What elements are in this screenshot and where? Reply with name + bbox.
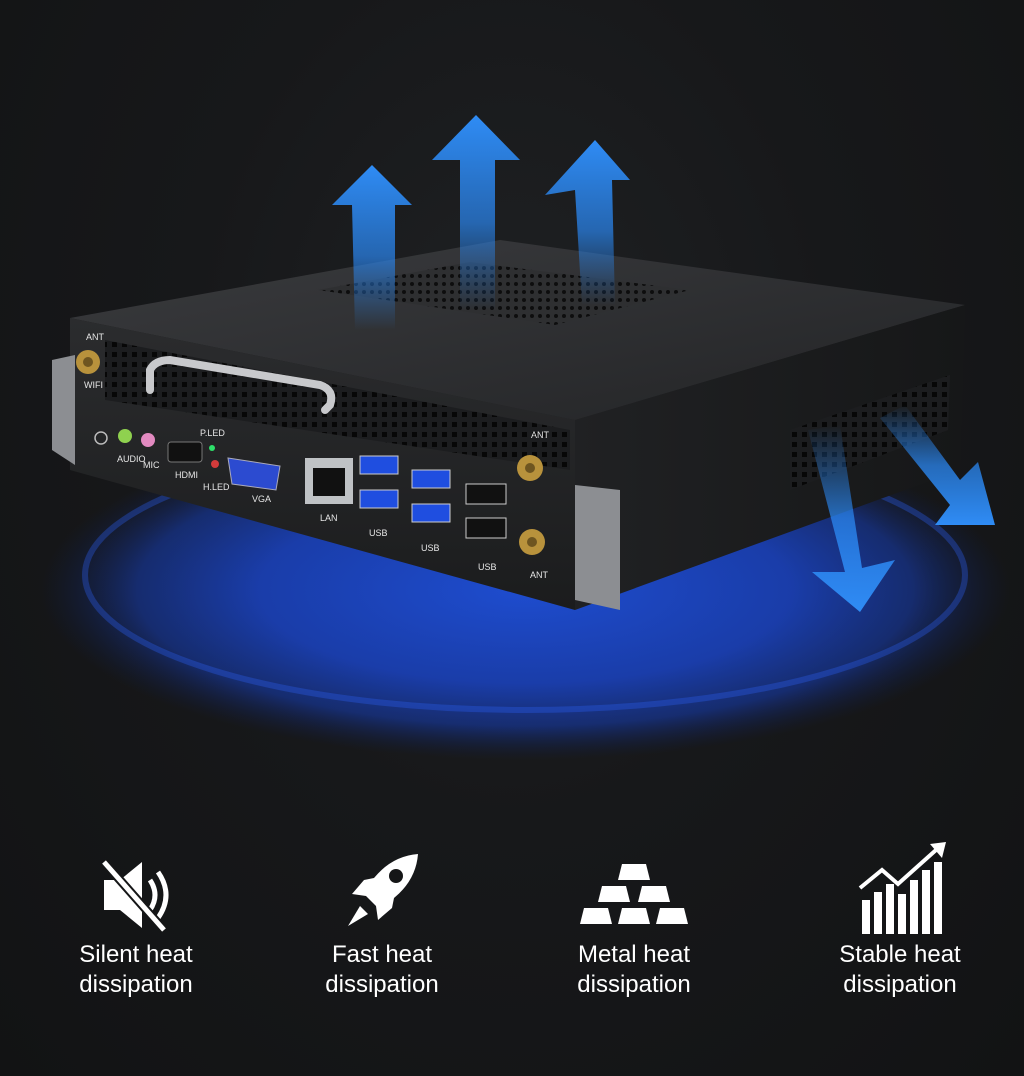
mic-jack bbox=[141, 433, 155, 447]
audio-jack bbox=[118, 429, 132, 443]
usb-port-blue-1 bbox=[359, 455, 399, 475]
top-vent bbox=[318, 262, 690, 325]
left-bracket bbox=[52, 355, 75, 465]
h-led-indicator bbox=[211, 460, 219, 468]
label-h-led: H.LED bbox=[203, 482, 230, 492]
hdmi-port bbox=[167, 441, 203, 463]
label-mic: MIC bbox=[143, 460, 160, 470]
muted-speaker-icon bbox=[100, 859, 169, 933]
airflow-arrow-up-1 bbox=[332, 165, 412, 330]
label-ant-right-bottom: ANT bbox=[530, 570, 549, 580]
chassis-top bbox=[70, 240, 965, 420]
usb-port-blue-3 bbox=[411, 469, 451, 489]
mini-pc-illustration: ANT WIFI AUDIO MIC HDMI P.LED H.LED VGA … bbox=[40, 115, 1010, 760]
airflow-arrow-up-2 bbox=[432, 115, 520, 310]
usb-port-blue-4 bbox=[411, 503, 451, 523]
usb-port-blue-2 bbox=[359, 489, 399, 509]
vga-port bbox=[227, 457, 281, 491]
label-audio: AUDIO bbox=[117, 454, 146, 464]
feature-metal-label: Metal heat dissipation bbox=[577, 941, 691, 998]
label-hdmi: HDMI bbox=[175, 470, 198, 480]
rising-bar-chart-icon bbox=[858, 842, 946, 934]
airflow-arrow-down-2 bbox=[880, 405, 995, 525]
label-ant-top-left: ANT bbox=[86, 332, 105, 342]
handle bbox=[146, 355, 336, 414]
label-lan: LAN bbox=[320, 513, 338, 523]
usb-port-black-2 bbox=[465, 517, 507, 539]
airflow-arrow-down-1 bbox=[808, 425, 895, 612]
feature-fast-label: Fast heat dissipation bbox=[325, 941, 439, 998]
label-p-led: P.LED bbox=[200, 428, 225, 438]
label-usb-1: USB bbox=[369, 528, 388, 538]
power-button bbox=[94, 431, 108, 445]
feature-stable-label: Stable heat dissipation bbox=[839, 941, 961, 998]
rocket-icon bbox=[348, 854, 418, 926]
right-bracket bbox=[575, 485, 620, 610]
label-ant-right-top: ANT bbox=[531, 430, 550, 440]
airflow-arrow-up-3 bbox=[545, 140, 630, 305]
chassis-side bbox=[575, 305, 965, 610]
label-vga: VGA bbox=[252, 494, 271, 504]
feature-metal: Metal heat dissipation bbox=[524, 840, 744, 1000]
feature-list: Silent heat dissipation Fast heat dissip… bbox=[0, 840, 1024, 1040]
metal-ingots-icon bbox=[580, 864, 688, 924]
p-led-indicator bbox=[209, 445, 215, 451]
feature-stable: Stable heat dissipation bbox=[790, 840, 1010, 1000]
label-wifi: WIFI bbox=[84, 380, 103, 390]
label-usb-2: USB bbox=[421, 543, 440, 553]
feature-fast: Fast heat dissipation bbox=[272, 840, 492, 1000]
label-usb-3: USB bbox=[478, 562, 497, 572]
feature-silent: Silent heat dissipation bbox=[26, 840, 246, 1000]
usb-port-black-1 bbox=[465, 483, 507, 505]
feature-silent-label: Silent heat dissipation bbox=[79, 941, 193, 998]
